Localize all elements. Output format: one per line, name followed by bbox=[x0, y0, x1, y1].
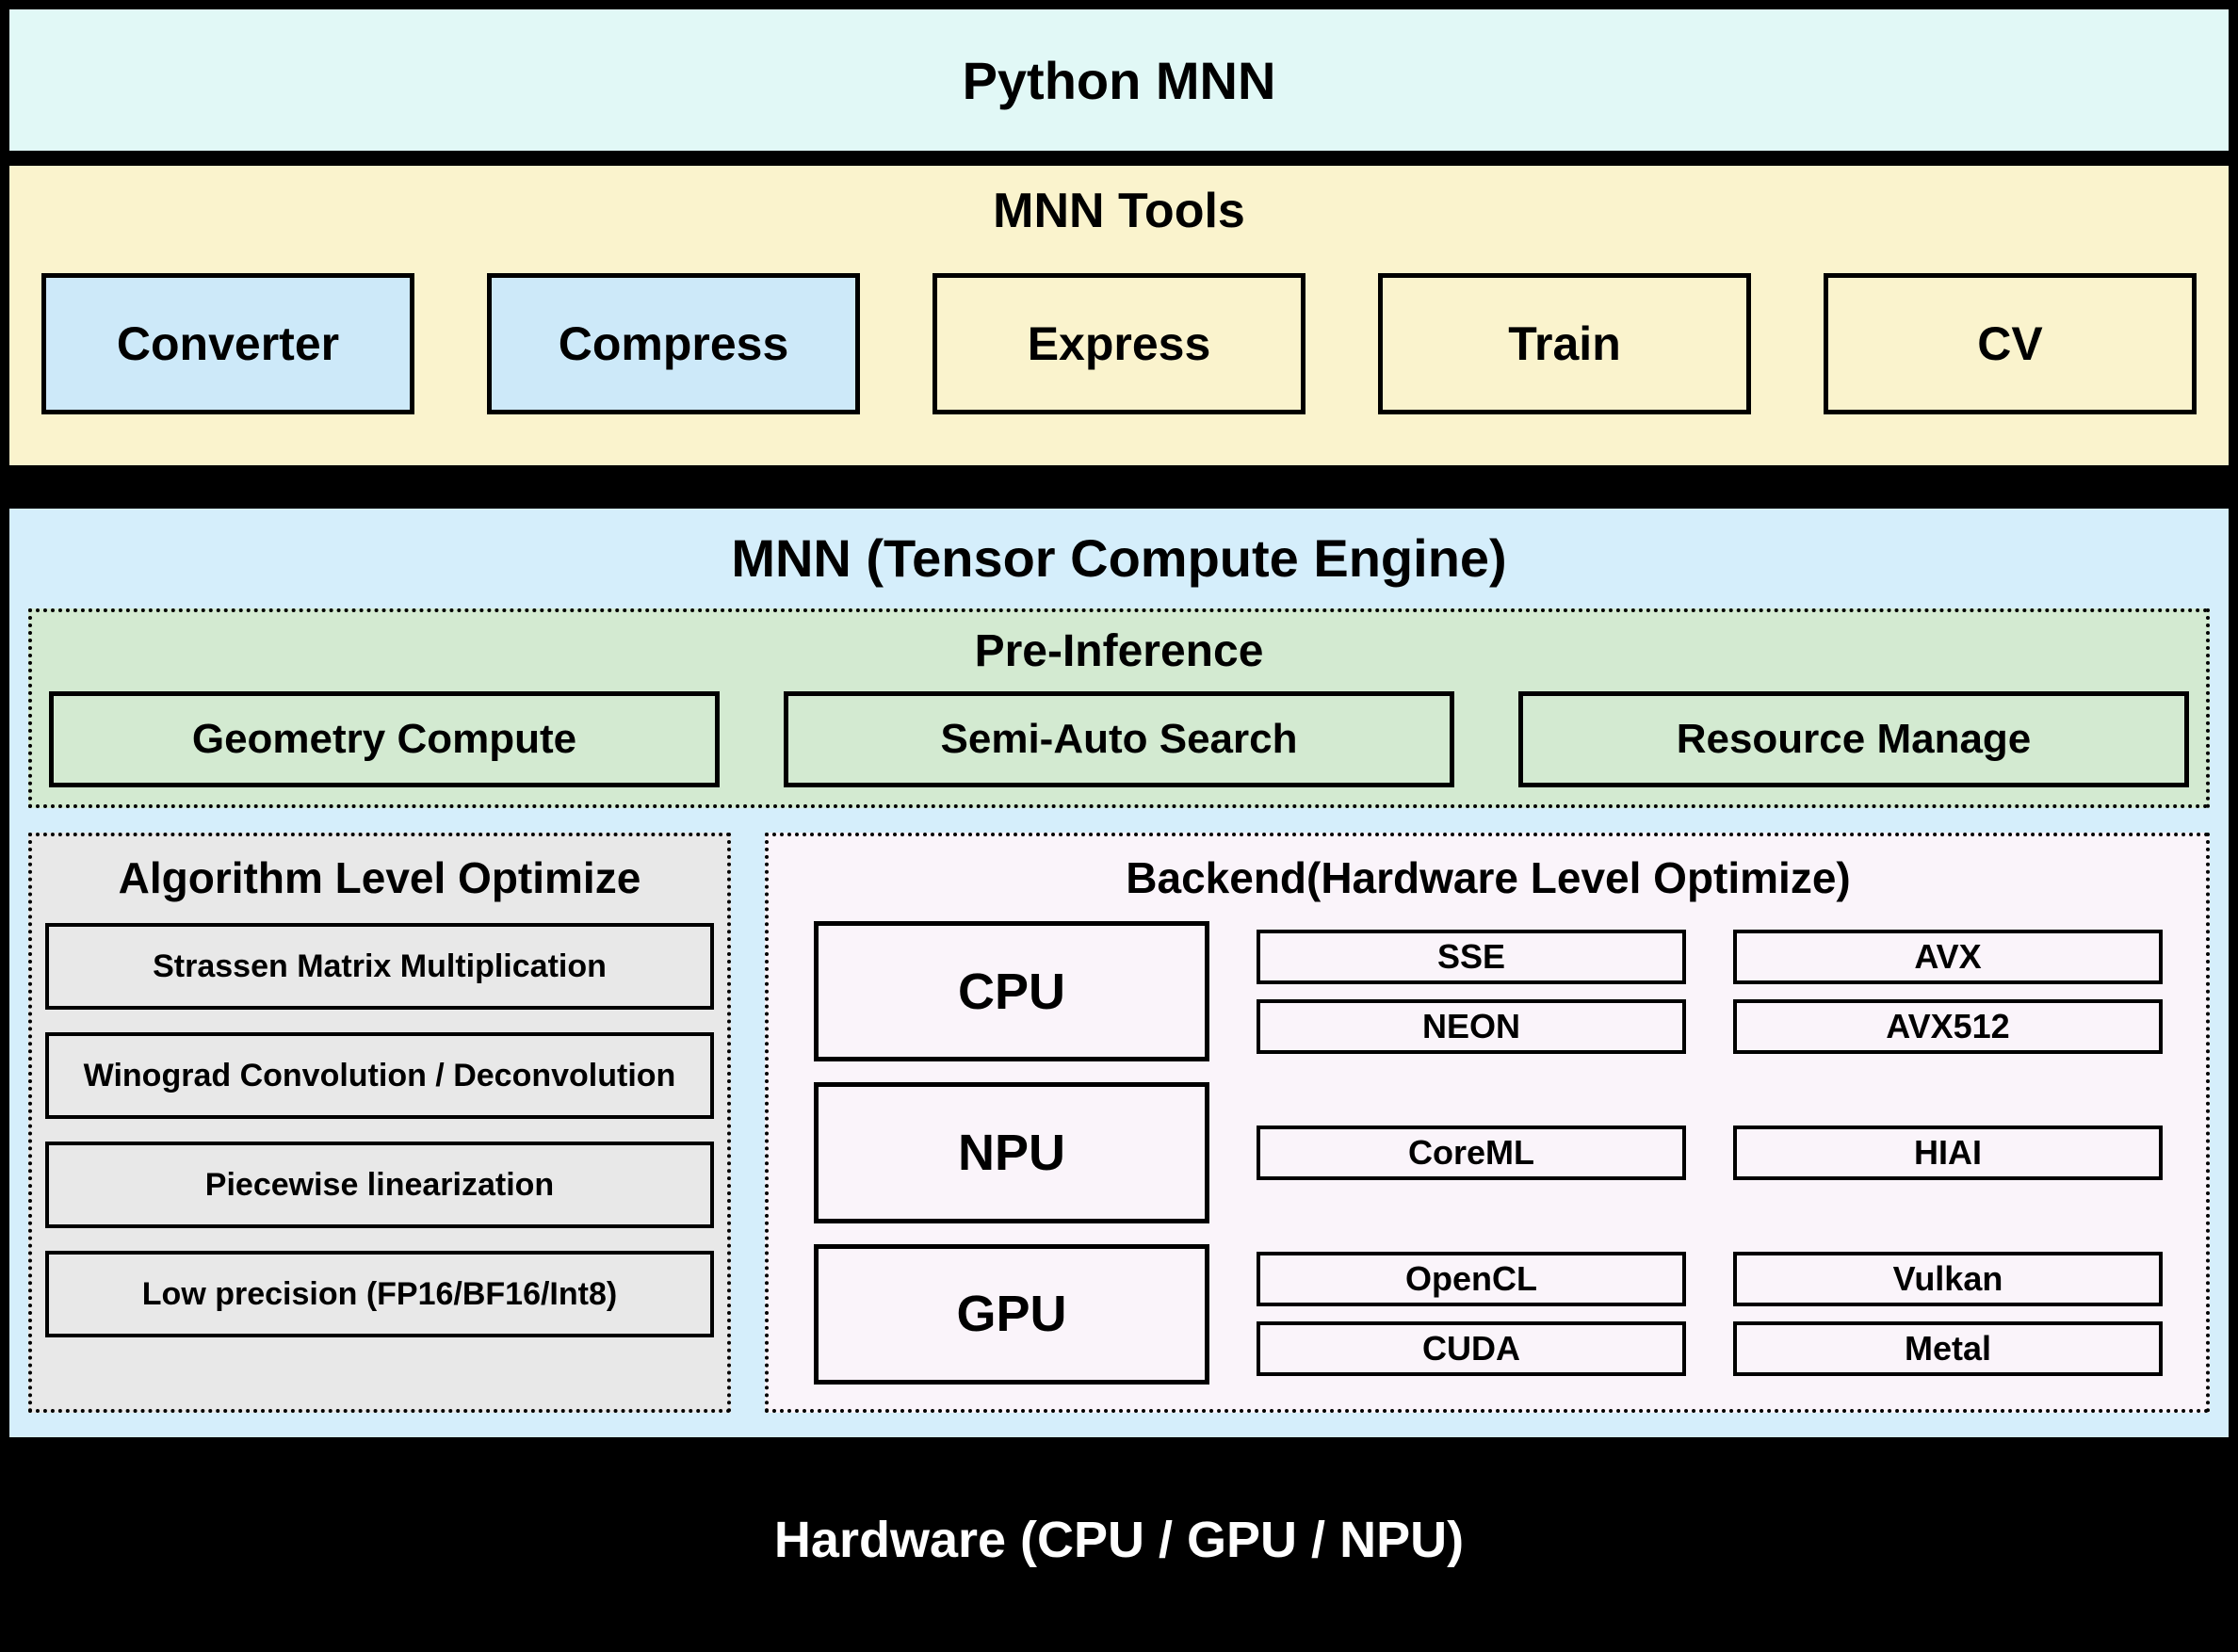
accelerator-box-metal: Metal bbox=[1733, 1321, 2163, 1377]
gpu-accelerator-line-2: CUDA Metal bbox=[1257, 1321, 2163, 1377]
tool-box-cv: CV bbox=[1824, 273, 2197, 414]
pre-inference-panel: Pre-Inference Geometry Compute Semi-Auto… bbox=[28, 608, 2210, 808]
backend-row-cpu: CPU SSE AVX NEON AVX512 bbox=[814, 921, 2163, 1062]
npu-accelerators: CoreML HIAI bbox=[1257, 1125, 2163, 1180]
algorithm-box-winograd: Winograd Convolution / Deconvolution bbox=[45, 1032, 714, 1119]
backend-panel: Backend(Hardware Level Optimize) CPU SSE… bbox=[765, 833, 2210, 1413]
tool-box-express: Express bbox=[932, 273, 1306, 414]
cpu-accelerator-line-1: SSE AVX bbox=[1257, 929, 2163, 984]
pre-inference-row: Geometry Compute Semi-Auto Search Resour… bbox=[49, 691, 2189, 787]
algorithm-level-optimize-panel: Algorithm Level Optimize Strassen Matrix… bbox=[28, 833, 731, 1413]
accelerator-box-avx: AVX bbox=[1733, 929, 2163, 984]
engine-band: MNN (Tensor Compute Engine) Pre-Inferenc… bbox=[9, 509, 2229, 1437]
accelerator-box-neon: NEON bbox=[1257, 998, 1686, 1054]
accelerator-box-vulkan: Vulkan bbox=[1733, 1252, 2163, 1307]
python-mnn-band: Python MNN bbox=[9, 9, 2229, 151]
accelerator-box-sse: SSE bbox=[1257, 929, 1686, 984]
device-box-cpu: CPU bbox=[814, 921, 1209, 1062]
tool-box-train: Train bbox=[1378, 273, 1751, 414]
accelerator-box-opencl: OpenCL bbox=[1257, 1252, 1686, 1307]
algorithm-box-strassen: Strassen Matrix Multiplication bbox=[45, 923, 714, 1010]
gpu-accelerator-line-1: OpenCL Vulkan bbox=[1257, 1252, 2163, 1307]
backend-rows: CPU SSE AVX NEON AVX512 bbox=[814, 921, 2163, 1385]
device-box-npu: NPU bbox=[814, 1082, 1209, 1223]
backend-row-gpu: GPU OpenCL Vulkan CUDA Metal bbox=[814, 1243, 2163, 1385]
gpu-accelerators: OpenCL Vulkan CUDA Metal bbox=[1257, 1252, 2163, 1377]
backend-row-npu: NPU CoreML HIAI bbox=[814, 1082, 2163, 1223]
python-mnn-title: Python MNN bbox=[962, 50, 1276, 110]
accelerator-box-avx512: AVX512 bbox=[1733, 998, 2163, 1054]
pre-inference-title: Pre-Inference bbox=[974, 626, 1264, 676]
cpu-accelerator-line-2: NEON AVX512 bbox=[1257, 998, 2163, 1054]
hardware-band: Hardware (CPU / GPU / NPU) bbox=[9, 1437, 2229, 1643]
hardware-title: Hardware (CPU / GPU / NPU) bbox=[773, 1512, 1465, 1568]
algorithm-box-piecewise: Piecewise linearization bbox=[45, 1142, 714, 1228]
engine-bottom: Algorithm Level Optimize Strassen Matrix… bbox=[28, 833, 2210, 1413]
accelerator-box-hiai: HIAI bbox=[1733, 1125, 2163, 1180]
algorithm-box-low-precision: Low precision (FP16/BF16/Int8) bbox=[45, 1251, 714, 1337]
pre-inference-box-geometry-compute: Geometry Compute bbox=[49, 691, 720, 787]
mnn-tools-band: MNN Tools Converter Compress Express Tra… bbox=[9, 166, 2229, 465]
algorithm-level-optimize-title: Algorithm Level Optimize bbox=[118, 853, 641, 902]
tools-row: Converter Compress Express Train CV bbox=[41, 273, 2197, 414]
algorithm-items: Strassen Matrix Multiplication Winograd … bbox=[45, 923, 714, 1337]
tool-box-converter: Converter bbox=[41, 273, 414, 414]
accelerator-box-coreml: CoreML bbox=[1257, 1125, 1686, 1180]
pre-inference-box-resource-manage: Resource Manage bbox=[1518, 691, 2189, 787]
device-box-gpu: GPU bbox=[814, 1243, 1209, 1385]
backend-title: Backend(Hardware Level Optimize) bbox=[1126, 853, 1851, 902]
tool-box-compress: Compress bbox=[487, 273, 860, 414]
cpu-accelerators: SSE AVX NEON AVX512 bbox=[1257, 929, 2163, 1054]
npu-accelerator-line-1: CoreML HIAI bbox=[1257, 1125, 2163, 1180]
pre-inference-box-semi-auto-search: Semi-Auto Search bbox=[784, 691, 1454, 787]
mnn-tools-title: MNN Tools bbox=[993, 184, 1245, 238]
accelerator-box-cuda: CUDA bbox=[1257, 1321, 1686, 1377]
engine-title: MNN (Tensor Compute Engine) bbox=[731, 528, 1507, 588]
